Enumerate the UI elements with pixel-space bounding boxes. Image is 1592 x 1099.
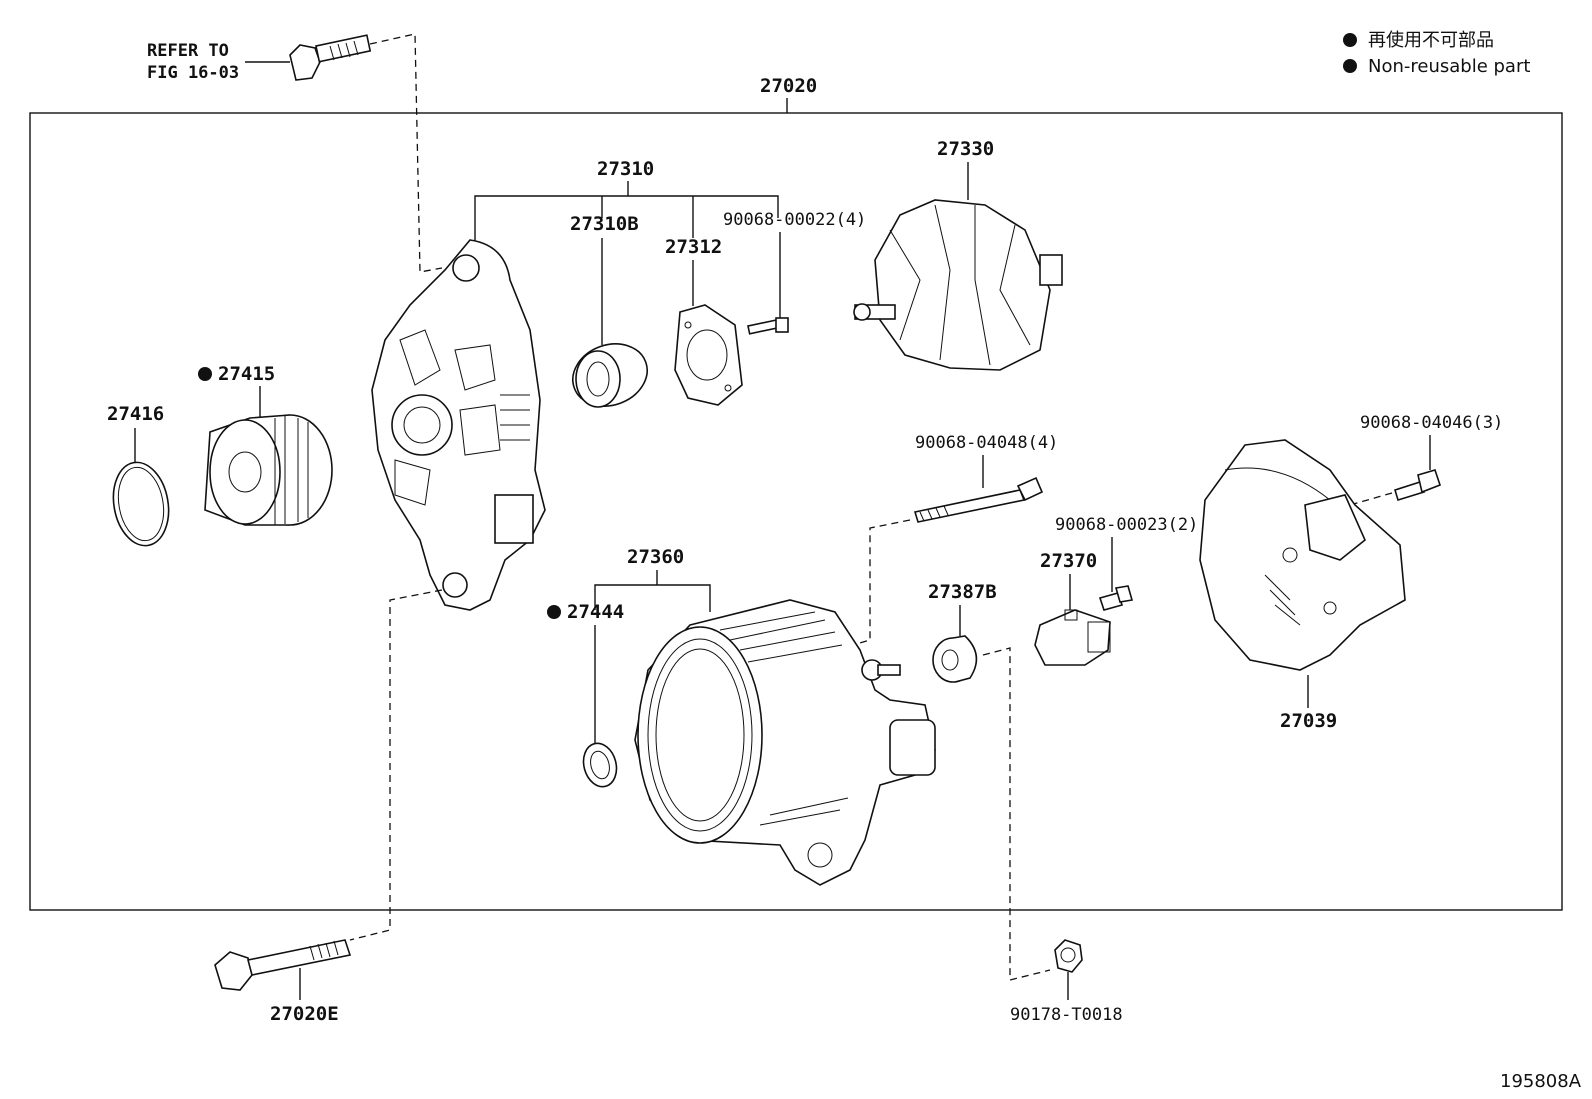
refer-note-line1: REFER TO: [147, 41, 229, 61]
retainer-screw-icon: [747, 317, 789, 335]
rear-cover-icon: [1199, 439, 1406, 671]
non-reusable-dot-icon: [547, 605, 561, 619]
label-stator-frame: 27360: [627, 546, 684, 568]
insulator-icon: [932, 635, 978, 683]
nut-icon: [1054, 939, 1083, 973]
through-bolt-icon: [913, 476, 1044, 523]
mount-bolt-icon: [214, 939, 352, 991]
rotor-icon: [853, 199, 1063, 371]
label-rear-cover: 27039: [1280, 710, 1337, 732]
non-reusable-dot-icon: [198, 367, 212, 381]
label-brush-screw: 90068-00023(2): [1055, 515, 1198, 535]
assembly-frame: [29, 112, 1563, 911]
refer-bolt-icon: [289, 34, 372, 81]
pulley-cap-icon: [112, 461, 170, 547]
label-brush-holder: 27370: [1040, 550, 1097, 572]
label-pulley-cap: 27416: [107, 403, 164, 425]
label-rear-cover-screw: 90068-04046(3): [1360, 413, 1503, 433]
label-insulator: 27387B: [928, 581, 997, 603]
label-frame-drive-end: 27310: [597, 158, 654, 180]
pulley-icon: [204, 414, 333, 526]
brush-screw-icon: [1098, 585, 1134, 611]
label-retainer-screw: 90068-00022(4): [723, 210, 866, 230]
legend-item-en: Non-reusable part: [1368, 56, 1530, 77]
stator-frame-icon: [634, 599, 936, 886]
bearing-icon: [572, 343, 648, 408]
drive-end-frame-icon: [371, 239, 546, 611]
retainer-plate-icon: [674, 304, 743, 406]
label-retainer: 27312: [665, 236, 722, 258]
label-mount-bolt: 27020E: [270, 1003, 339, 1025]
legend-dot-icon: [1343, 33, 1357, 47]
legend-dot-icon: [1343, 59, 1357, 73]
refer-note-line2: FIG 16-03: [147, 63, 239, 83]
label-nut: 90178-T0018: [1010, 1005, 1123, 1025]
label-through-bolt: 90068-04048(4): [915, 433, 1058, 453]
label-bearing: 27310B: [570, 213, 639, 235]
label-pulley: 27415: [218, 363, 275, 385]
o-ring-icon: [582, 742, 618, 788]
label-o-ring: 27444: [567, 601, 624, 623]
legend: 再使用不可部品 Non-reusable part: [1343, 30, 1530, 77]
figure-id: 195808A: [1500, 1071, 1582, 1092]
rear-cover-screw-icon: [1394, 469, 1441, 502]
label-rotor: 27330: [937, 138, 994, 160]
legend-item-jp: 再使用不可部品: [1368, 30, 1494, 51]
brush-holder-icon: [1034, 609, 1111, 666]
label-assembly: 27020: [760, 75, 817, 97]
refer-note: REFER TO FIG 16-03: [147, 41, 290, 83]
